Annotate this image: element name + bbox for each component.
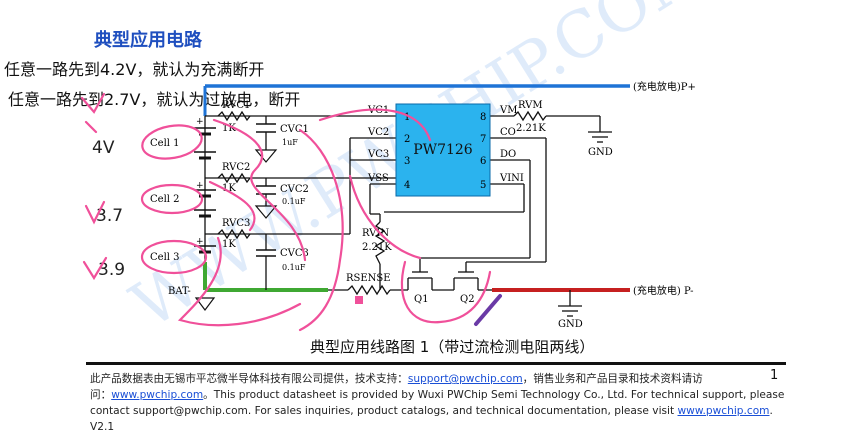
diagram-caption: 典型应用线路图 1（带过流检测电阻两线） bbox=[310, 338, 595, 356]
battery-cell-2 bbox=[194, 189, 216, 218]
terminal-bat-minus: BAT- bbox=[168, 286, 191, 297]
chip-pin-num-1: 1 bbox=[404, 112, 410, 123]
chip-pin-num-6: 6 bbox=[480, 156, 486, 167]
wiring bbox=[204, 115, 601, 306]
chip-name: PW7126 bbox=[413, 142, 473, 158]
chip-pin-num-5: 5 bbox=[480, 180, 486, 191]
cvc3-value: 0.1uF bbox=[282, 263, 306, 272]
resistor-rvin bbox=[374, 221, 386, 265]
cvc1-value: 1uF bbox=[282, 138, 298, 147]
rvc1-value: 1K bbox=[222, 123, 236, 134]
cvc1-name: CVC1 bbox=[280, 124, 309, 135]
pin-label-do: DO bbox=[500, 149, 516, 160]
rvc2-value: 1K bbox=[222, 183, 236, 194]
cvc2-name: CVC2 bbox=[280, 184, 309, 195]
ground-triangle-1 bbox=[254, 149, 278, 163]
version-label: V2.1 bbox=[90, 421, 115, 433]
footer-line2-prefix: 问： bbox=[90, 389, 112, 401]
resistor-rvc1 bbox=[217, 110, 251, 122]
resistor-rvc2 bbox=[217, 172, 251, 184]
rsense-name: RSENSE bbox=[346, 273, 391, 284]
pink-annotations bbox=[80, 92, 502, 332]
footer-line2-suffix: 。This product datasheet is provided by W… bbox=[203, 389, 785, 401]
support-email-link[interactable]: support@pwchip.com bbox=[407, 373, 523, 385]
voltage-mark-cell1: 4V bbox=[92, 138, 115, 158]
cell-3-label: Cell 3 bbox=[150, 252, 180, 263]
pin-label-vc2: VC2 bbox=[367, 127, 389, 138]
voltage-mark-cell2: 3.7 bbox=[96, 206, 124, 226]
website-link-2[interactable]: www.pwchip.com bbox=[677, 405, 770, 417]
pin-label-co: CO bbox=[500, 127, 516, 138]
cvc3-name: CVC3 bbox=[280, 248, 309, 259]
note-over-discharge: 任意一路先到2.7V，就认为过放电，断开 bbox=[8, 90, 301, 109]
footer-line3-suffix: . bbox=[769, 405, 773, 417]
rvm-name: RVM bbox=[518, 100, 543, 111]
bat-ground-triangle bbox=[194, 297, 216, 311]
note-full-charge: 任意一路先到4.2V，就认为充满断开 bbox=[4, 60, 265, 79]
resistor-rsense bbox=[347, 284, 391, 296]
plus-sign-cell3: + bbox=[196, 237, 204, 247]
chip-body bbox=[395, 103, 491, 197]
ground-triangle-2 bbox=[254, 205, 278, 219]
chip-pin-num-7: 7 bbox=[480, 134, 486, 145]
voltage-mark-cell3: 3.9 bbox=[98, 260, 126, 280]
footer: 此产品数据表由无锡市平芯微半导体科技有限公司提供，技术支持：support@pw… bbox=[90, 371, 784, 435]
q2-label: Q2 bbox=[460, 294, 475, 305]
footer-line3-prefix: contact support@pwchip.com. For sales in… bbox=[90, 405, 678, 417]
gnd-label-top: GND bbox=[588, 147, 613, 158]
mosfet-q1 bbox=[407, 268, 454, 291]
rvin-value: 2.21K bbox=[362, 242, 392, 253]
chip-pin-num-3: 3 bbox=[404, 156, 410, 167]
gnd-symbol-bottom bbox=[558, 305, 582, 317]
rvc2-name: RVC2 bbox=[222, 162, 250, 173]
q1-label: Q1 bbox=[414, 294, 429, 305]
rvm-value: 2.21K bbox=[516, 123, 546, 134]
chip-pin-num-8: 8 bbox=[480, 112, 486, 123]
capacitor-cvc1 bbox=[256, 123, 276, 133]
rvc1-name: RVC1 bbox=[222, 100, 250, 111]
page-title: 典型应用电路 bbox=[94, 30, 202, 51]
chip-pin-num-4: 4 bbox=[404, 180, 410, 191]
terminal-p-plus: (充电放电)P+ bbox=[633, 80, 696, 93]
plus-sign-cell1: + bbox=[196, 117, 204, 127]
terminal-p-minus: (充电放电) P- bbox=[633, 284, 694, 297]
footer-line1-prefix: 此产品数据表由无锡市平芯微半导体科技有限公司提供，技术支持： bbox=[90, 373, 408, 385]
rvin-name: RVIN bbox=[362, 228, 389, 239]
gnd-symbol-top bbox=[588, 131, 612, 143]
gnd-label-bottom: GND bbox=[558, 319, 583, 330]
pin-label-vss: VSS bbox=[367, 173, 389, 184]
cell-1-label: Cell 1 bbox=[150, 138, 180, 149]
rvc3-value: 1K bbox=[222, 239, 236, 250]
page-number: 1 bbox=[770, 368, 779, 383]
website-link[interactable]: www.pwchip.com bbox=[111, 389, 204, 401]
cvc2-value: 0.1uF bbox=[282, 197, 306, 206]
chip-pin-num-2: 2 bbox=[404, 134, 410, 145]
capacitor-cvc3 bbox=[256, 249, 276, 257]
resistor-rvc3 bbox=[217, 228, 251, 240]
pin-label-vc3: VC3 bbox=[367, 149, 389, 160]
pin-label-vini: VINI bbox=[499, 173, 524, 184]
plus-sign-cell2: + bbox=[196, 181, 204, 191]
resistor-rvm bbox=[513, 110, 547, 122]
pin-label-vm: VM bbox=[499, 105, 517, 116]
footer-line1-suffix: ，销售业务和产品目录和技术资料请访 bbox=[522, 373, 703, 385]
cell-2-label: Cell 2 bbox=[150, 194, 180, 205]
rvc3-name: RVC3 bbox=[222, 218, 250, 229]
footer-rule bbox=[86, 362, 786, 365]
